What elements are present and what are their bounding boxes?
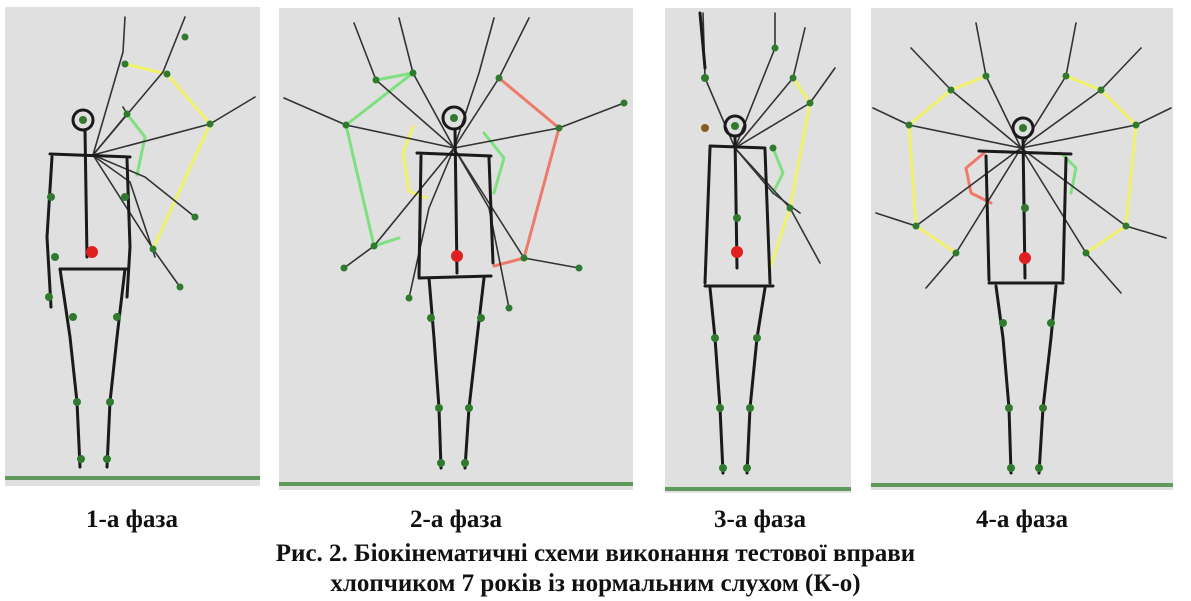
phase-4-stick-figure [871,8,1173,490]
phase-1-label: 1-а фаза [62,506,202,534]
phase-4-ground [871,483,1173,487]
phase-1-ground [5,476,260,480]
figure-caption-line-2: хлопчиком 7 років із нормальним слухом (… [0,570,1191,598]
phase-3-stick-figure [665,8,851,493]
phase-2-panel [279,8,633,490]
phase-2-ground [279,482,633,486]
figure-caption-line-1: Рис. 2. Біокінематичні схеми виконання т… [0,540,1191,568]
phase-2-stick-figure [279,8,633,490]
phase-3-label: 3-а фаза [690,506,830,534]
phase-2-label: 2-а фаза [386,506,526,534]
phase-3-ground [665,487,851,491]
phase-4-label: 4-а фаза [952,506,1092,534]
phase-1-stick-figure [5,7,260,486]
phase-4-panel [871,8,1173,490]
phase-1-panel [5,7,260,486]
phase-3-panel [665,8,851,493]
